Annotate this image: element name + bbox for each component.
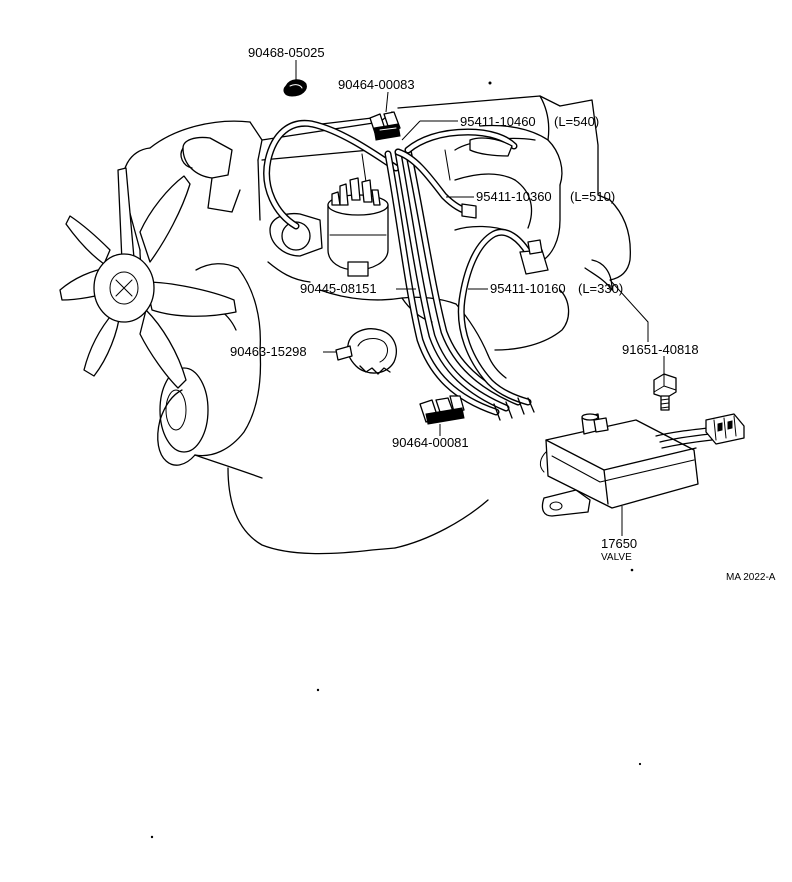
label-90468-05025: 90468-05025 — [248, 45, 325, 60]
label-17650: 17650 — [601, 536, 637, 551]
engine-block — [122, 95, 631, 555]
label-95411-10160-length: (L=330) — [578, 281, 623, 296]
vacuum-hoses — [263, 119, 535, 421]
label-91651-40818: 91651-40818 — [622, 342, 699, 357]
label-95411-10460-length: (L=540) — [554, 114, 599, 129]
vsv-valve — [539, 413, 745, 517]
label-valve: VALVE — [601, 552, 632, 563]
label-95411-10460: 95411-10460 — [460, 114, 536, 129]
distributor — [269, 177, 389, 277]
cooling-fan — [59, 167, 237, 389]
bolt-91651-40818 — [653, 373, 677, 411]
label-90463-15298: 90463-15298 — [230, 344, 307, 359]
manifold-fittings — [461, 137, 549, 275]
clip-90464-00081 — [419, 395, 465, 425]
clip-90464-00083 — [369, 111, 401, 141]
label-95411-10360-length: (L=510) — [570, 189, 615, 204]
figure-code: MA 2022-A — [726, 572, 776, 583]
clamp-90463-15298 — [335, 328, 397, 375]
label-90464-00083: 90464-00083 — [338, 77, 415, 92]
label-95411-10160: 95411-10160 — [490, 281, 566, 296]
part-labels: 90468-05025 90464-00083 95411-10460 (L=5… — [230, 45, 776, 583]
scan-specks — [150, 81, 642, 839]
label-95411-10360: 95411-10360 — [476, 189, 552, 204]
label-90445-08151: 90445-08151 — [300, 281, 377, 296]
clip-90468-05025 — [283, 79, 307, 97]
label-90464-00081: 90464-00081 — [392, 435, 469, 450]
leader-lines — [295, 60, 665, 536]
